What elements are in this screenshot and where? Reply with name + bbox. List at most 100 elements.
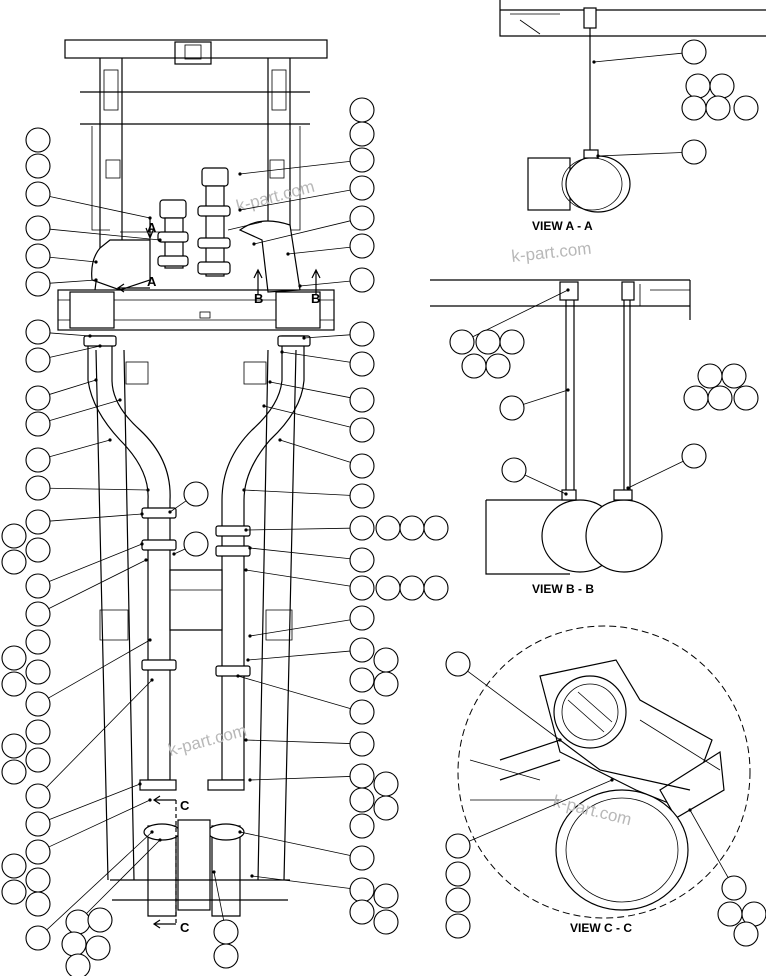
callout-leader-line xyxy=(523,389,569,405)
callout-balloon xyxy=(717,901,743,927)
leader-end-dot xyxy=(248,778,252,782)
callout-leader-line xyxy=(251,875,351,889)
callout-leader-line xyxy=(245,739,351,744)
callout-leader-line xyxy=(169,500,187,513)
callout-leader-line xyxy=(49,332,91,337)
leader-end-dot xyxy=(262,404,266,408)
callout-balloon xyxy=(349,205,375,231)
leader-end-dot xyxy=(592,60,596,64)
rear-crossmember xyxy=(177,819,211,911)
callout-balloon xyxy=(25,629,51,655)
callout-balloon xyxy=(705,95,731,121)
callout-balloon xyxy=(25,271,51,297)
leader-end-dot xyxy=(280,350,284,354)
section-marker-b-left: B xyxy=(254,291,263,306)
callout-balloons xyxy=(1,39,766,976)
callout-balloon xyxy=(61,931,87,957)
pipe-clamps xyxy=(83,335,311,677)
callout-balloon xyxy=(25,719,51,745)
section-marker-b-right: B xyxy=(311,291,320,306)
callout-balloon xyxy=(349,899,375,925)
callout-balloon xyxy=(25,691,51,717)
callout-leader-line xyxy=(468,779,613,842)
callout-balloon xyxy=(375,515,401,541)
section-marker-c-lower: C xyxy=(180,920,190,935)
callout-balloon xyxy=(733,921,759,947)
callout-balloon xyxy=(25,509,51,535)
leader-end-dot xyxy=(238,830,242,834)
watermark-right: k-part.com xyxy=(510,239,592,266)
callout-balloon xyxy=(445,833,471,859)
callout-leader-line xyxy=(287,246,351,255)
callout-balloon xyxy=(213,919,239,945)
callout-leader-line xyxy=(263,405,351,428)
leader-end-dot xyxy=(94,278,98,282)
leader-end-dot xyxy=(566,388,570,392)
callout-balloon xyxy=(375,575,401,601)
leader-end-dot xyxy=(236,674,240,678)
leader-end-dot xyxy=(244,738,248,742)
callout-balloon xyxy=(349,267,375,293)
callout-balloon xyxy=(25,447,51,473)
leader-end-dot xyxy=(88,334,92,338)
callout-balloon xyxy=(445,651,471,677)
callout-leader-line xyxy=(627,460,684,489)
callout-leader-line xyxy=(472,289,569,338)
callout-balloon xyxy=(1,759,27,785)
callout-leader-line xyxy=(299,280,351,287)
callout-leader-line xyxy=(269,381,351,399)
callout-leader-line xyxy=(593,52,683,63)
callout-balloon xyxy=(501,457,527,483)
callout-leader-line xyxy=(243,489,351,496)
left-elbow xyxy=(91,239,151,291)
callout-leader-line xyxy=(249,619,351,637)
callout-balloon xyxy=(697,363,723,389)
callout-balloon xyxy=(349,699,375,725)
callout-leader-line xyxy=(689,809,729,878)
callout-leader-line xyxy=(49,228,161,241)
callout-balloon xyxy=(1,879,27,905)
callout-leader-line xyxy=(239,160,351,175)
leader-end-dot xyxy=(140,512,144,516)
callout-balloon xyxy=(423,575,449,601)
callout-balloon xyxy=(1,671,27,697)
callout-leader-line xyxy=(49,513,143,522)
callout-balloon xyxy=(349,813,375,839)
leader-end-dot xyxy=(172,552,176,556)
right-elbow xyxy=(238,220,301,293)
callout-leader-line xyxy=(279,439,351,463)
callout-balloon xyxy=(445,913,471,939)
leader-end-dot xyxy=(118,398,122,402)
callout-leader-line xyxy=(524,474,567,495)
callout-balloon xyxy=(213,943,239,969)
callout-balloon xyxy=(685,73,711,99)
leader-end-dot xyxy=(108,438,112,442)
leader-end-dot xyxy=(566,288,570,292)
callout-leader-line xyxy=(49,345,101,358)
callout-balloon xyxy=(25,839,51,865)
view-c-label: VIEW C - C xyxy=(570,921,632,935)
leader-end-dot xyxy=(158,838,162,842)
view-b-label: VIEW B - B xyxy=(532,582,594,596)
callout-balloon xyxy=(681,139,707,165)
callout-leader-line xyxy=(49,783,141,820)
callout-leader-line xyxy=(239,831,351,856)
leader-end-dot xyxy=(626,486,630,490)
callout-balloon xyxy=(373,771,399,797)
leader-end-dot xyxy=(168,510,172,514)
leader-end-dot xyxy=(286,252,290,256)
callout-balloon xyxy=(349,453,375,479)
callout-balloon xyxy=(721,875,747,901)
callout-balloon xyxy=(65,953,91,976)
callout-leader-line xyxy=(245,569,351,587)
callout-balloon xyxy=(681,39,707,65)
callout-leader-line xyxy=(48,559,147,609)
left-lower-rail xyxy=(95,349,135,881)
top-crossmember xyxy=(64,39,328,59)
callout-leader-line xyxy=(49,379,97,395)
leader-end-dot xyxy=(148,216,152,220)
callout-balloon xyxy=(349,121,375,147)
leader-end-dot xyxy=(94,378,98,382)
section-marker-a-lower: A xyxy=(147,274,157,289)
leader-end-dot xyxy=(148,798,152,802)
